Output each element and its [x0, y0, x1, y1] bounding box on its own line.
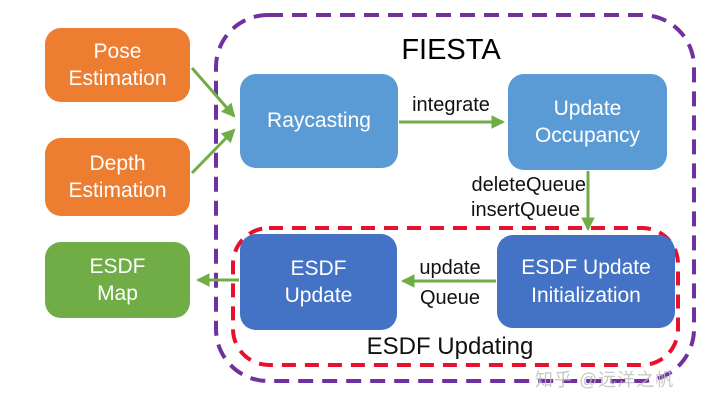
- edge-label-insert-queue: insertQueue: [471, 199, 580, 221]
- edge-label-update: update: [419, 257, 481, 279]
- node-esdf-update-initialization: ESDF Update Initialization: [497, 235, 675, 328]
- node-depth-estimation: Depth Estimation: [45, 138, 190, 216]
- fiesta-dashed-border: [214, 13, 696, 383]
- arrow-depth-to-raycasting: [190, 128, 236, 175]
- node-esdf-map: ESDF Map: [45, 242, 190, 318]
- node-raycasting: Raycasting: [240, 74, 398, 168]
- esdf-updating-dashed-border: [231, 226, 680, 367]
- node-update-occupancy: Update Occupancy: [508, 74, 667, 170]
- arrow-pose-to-raycasting: [190, 67, 236, 118]
- edge-label-queue: Queue: [419, 287, 481, 309]
- fiesta-title: FIESTA: [401, 34, 501, 66]
- edge-label-delete-queue: deleteQueue: [471, 174, 586, 196]
- esdf-updating-group-label: ESDF Updating: [366, 333, 534, 360]
- node-pose-estimation: Pose Estimation: [45, 28, 190, 102]
- zhihu-watermark: 知乎 @远洋之帆: [535, 370, 675, 390]
- edge-label-integrate: integrate: [412, 94, 490, 116]
- node-esdf-update: ESDF Update: [240, 234, 397, 330]
